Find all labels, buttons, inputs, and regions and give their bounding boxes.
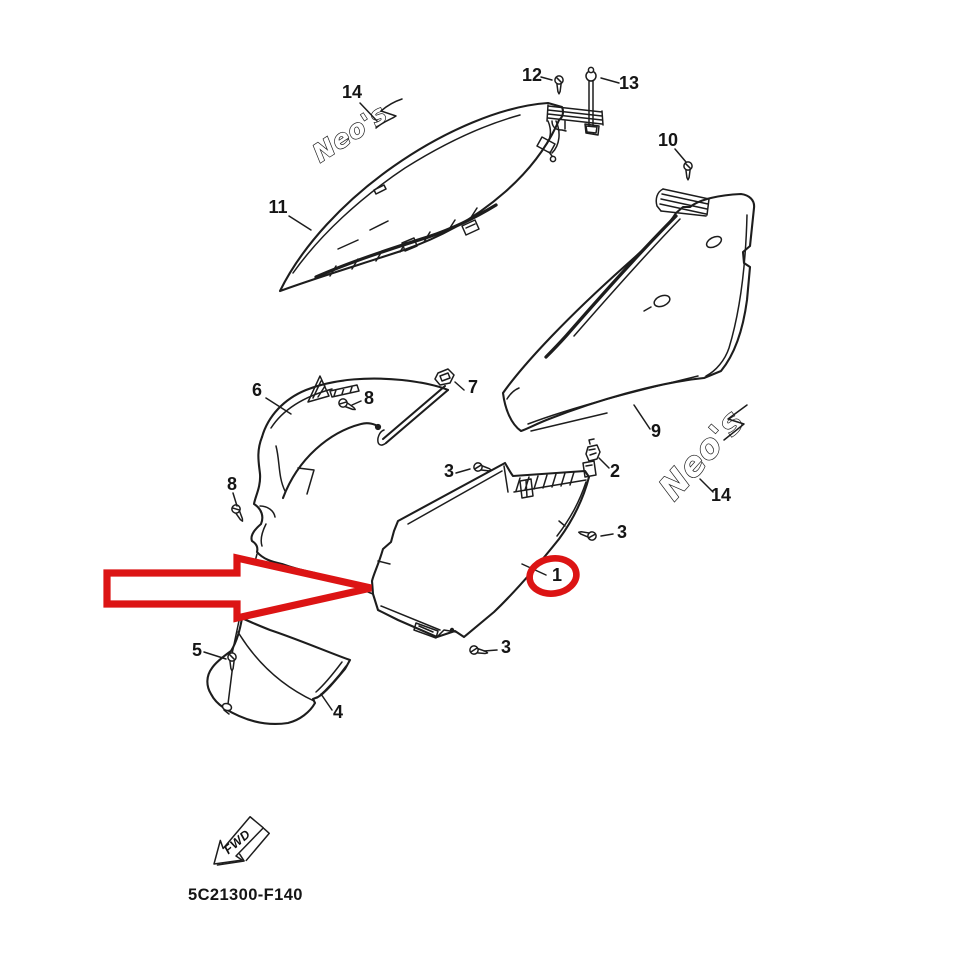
neos-emblem-right: Neo's [650, 401, 752, 508]
clip-2-icon [585, 438, 601, 462]
part-label-3-15: 3 [501, 637, 511, 657]
part-label-9-10: 9 [651, 421, 661, 441]
fwd-direction-icon: FWD [213, 816, 270, 866]
bracket-10 [655, 188, 710, 217]
part-label-7-7: 7 [468, 377, 478, 397]
grommet-icon [221, 702, 233, 715]
part-label-3-13: 3 [617, 522, 627, 542]
screw-10-icon [683, 161, 693, 181]
part-label-6-5: 6 [252, 380, 262, 400]
clip-7-icon [434, 368, 455, 386]
part-label-8-12: 8 [227, 474, 237, 494]
part-label-14-0: 14 [342, 82, 362, 102]
part-label-1-14: 1 [552, 565, 562, 585]
neos-emblem-top: Neo's [307, 98, 403, 169]
screw-5-icon [227, 652, 237, 672]
part-label-3-8: 3 [444, 461, 454, 481]
highlight-annotations [103, 553, 580, 623]
part-label-12-1: 12 [522, 65, 542, 85]
panel-11-upper-cover [278, 101, 565, 293]
part-label-14-11: 14 [711, 485, 731, 505]
part-label-8-6: 8 [364, 388, 374, 408]
line-art: Neo's Neo's [206, 66, 756, 725]
screw-8-upper-icon [336, 396, 358, 414]
part-label-4-17: 4 [333, 702, 343, 722]
highlight-arrow [103, 553, 372, 623]
screw-3-right-icon [576, 527, 598, 542]
part-label-10-3: 10 [658, 130, 678, 150]
bolt-13-icon [585, 66, 598, 134]
part-label-13-2: 13 [619, 73, 639, 93]
panel-4-lower-cover [206, 615, 352, 725]
screw-8-left-icon [229, 502, 247, 524]
panel-1-side-cover [370, 454, 597, 639]
neos-emblem-top-text: Neo's [307, 99, 392, 168]
part-label-5-16: 5 [192, 640, 202, 660]
panel-9-side-cover-right [501, 161, 756, 433]
part-label-2-9: 2 [610, 461, 620, 481]
highlight-circle [526, 555, 580, 597]
screw-12-icon [554, 75, 564, 95]
part-label-11-4: 11 [268, 197, 287, 217]
neos-emblem-right-text: Neo's [651, 401, 752, 507]
part-code: 5C21300-F140 [188, 886, 303, 904]
bracket-12-13 [546, 66, 604, 136]
leader-lines [203, 76, 714, 711]
